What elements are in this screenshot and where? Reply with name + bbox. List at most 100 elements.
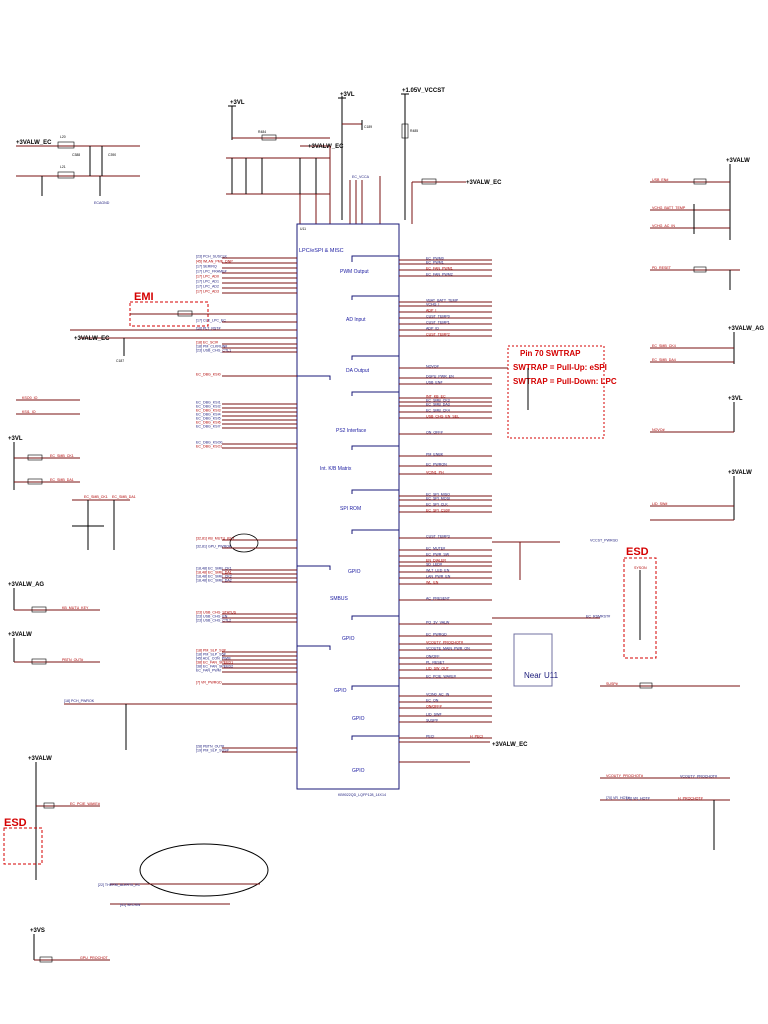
right-signal-34: WL_EN [426,580,439,584]
right-signal-40: ON/OFF [426,654,440,658]
left-signal-10: [18] EC_SCI# [196,340,218,344]
swtrap-title: Pin 70 SWTRAP [520,349,581,358]
right-signal-53: VCOUTY_PROCHOT# [680,774,717,778]
left-signal-19: EC_DBG_KSI6 [196,420,221,424]
right-smbda4: EC_SMB_DA4 [652,358,676,362]
rail-3valw-left: +3VALW [8,632,32,638]
emi-label: EMI [134,291,154,303]
esd-right-label: ESD [626,546,649,558]
left-signal-39: EC_FAN_PWM [196,668,221,672]
right-signal-44: VCIN0_AC_IN [426,692,450,696]
left-pciewake: EC_PCIE_WAKE# [70,802,100,806]
left-signal-26: [32,81] GPU_PWROK [196,544,232,548]
right-susp: SUSP# [606,682,618,686]
left-edge-section: KSO0_IO KSI1_IO +3VL EC_SMB_CK1 EC_SMB_D… [3,396,297,963]
left-signal-12: [23] USB_CHG_CTL1 [196,348,231,352]
left-signal-20: EC_DBG_KSI7 [196,424,221,428]
right-signal-42: LID_SW_OUT [426,666,450,670]
left-signal-36: [45] ADL_CON_PWM [196,656,231,660]
right-signal-1: EC_PWM1 [426,260,444,264]
left-signal-37: [38] EC_FAN_SPEED1 [196,660,233,664]
left-smbda1: EC_SMB_DA1 [50,478,74,482]
left-signal-42: [19] PM_SLP_SUS# [196,748,229,752]
right-signal-16: EC_SMB_DA3 [426,402,450,406]
grp-da: DA Output [346,368,370,374]
left-signal-7: [17] LPC_AD3 [196,289,219,293]
right-signal-2: EC_FAN_PWM1 [426,266,453,270]
left-signal-30: [18,48] EC_SMB_DA2 [196,578,232,582]
rail-3valw-ec-bottom: +3VALW_EC [492,742,528,748]
right-signal-10: CUST_TEMP2 [426,332,450,336]
grp-pwm: PWM Output [340,269,369,275]
rail-3vl-top: +3VL [230,100,245,106]
right-lidsw: LID_SW# [652,502,667,506]
left-smbda1-b: EC_SMB_DA1 [112,495,136,499]
swtrap-up: SWTRAP = Pull-Up: eSPI [513,363,607,372]
left-signal-27: [18,48] EC_SMB_CK1 [196,566,232,570]
right-signal-8: CUST_TEMP1 [426,320,450,324]
left-signal-38: [38] EC_FAN_SPEED2 [196,664,233,668]
right-signal-43: EC_PCIE_WAKE# [426,674,456,678]
right-signal-54: H_PROCHOT# [678,796,703,800]
left-signal-32: [23] USB_CHG_EN [196,614,228,618]
right-signal-29: EC_PWR_SW [426,552,450,556]
right-signal-26: EC_SPI_CS0# [426,508,450,512]
rail-3valw-left-bottom: +3VALW [28,756,52,762]
right-signal-17: EC_SMB_CK4 [426,408,450,412]
right-syson: SYSON [634,566,647,570]
chip-part-number: KB9022QD_LQFP128_14X14 [338,793,386,797]
left-gpuprochot: GPU_PROCHOT [80,956,109,960]
right-signal-48: SUSP# [426,718,438,722]
l21-label: L21 [60,165,66,169]
rail-3valw-ag-right: +3VALW_AG [728,326,764,332]
left-signal-29: [18,48] EC_SMB_CK2 [196,574,232,578]
left-signal-13: EC_DBG_KSI0 [196,372,221,376]
rail-3vl-right: +3VL [728,396,743,402]
left-signal-group: [23] PCH_SUSCLK[45] WLAN_PME_DNP[17] SER… [196,254,297,753]
rail-3vs-bottom: +3VS [30,928,45,934]
right-signal-55: [70] VR_HOT# [626,796,650,800]
rail-3valw-ec-upper: +3VALW_EC [466,180,502,186]
left-signal-21: EC_DBG_KSO0 [196,440,222,444]
right-signal-49: PECI [426,734,434,738]
left-signal-5: [17] LPC_AD1 [196,279,219,283]
right-signal-35: AC_PRESENT [426,596,451,600]
grp-gpio2: GPIO [342,636,355,642]
right-signal-27: CUST_TEMP3 [426,534,450,538]
left-pbtn: PBTN_OUT# [62,658,83,662]
left-signal-35: [18] PM_SLP_S5# [196,652,226,656]
right-signal-11: NOVO# [426,364,439,368]
top-power-section: +3VL R484 +3VL C189 +1.05V_VCCST R485 +3… [226,88,502,224]
right-signal-20: PM_ENBK [426,452,444,456]
chip-block-title: LPC/eSPI & MISC [299,248,344,254]
left-signal-0: [23] PCH_SUSCLK [196,254,228,258]
highlight-ellipse-small [229,533,259,553]
right-signal-15: EC_SMB_CK3 [426,398,450,402]
right-signal-38: VCOUTY_PROCHOT# [426,640,463,644]
rail-3valw-ag-left: +3VALW_AG [8,582,44,588]
grp-spi: SPI ROM [340,506,361,512]
left-signal-31: [23] USB_CHG_STATUS [196,610,237,614]
ec-vcca-label: EC_VCCA [352,175,370,179]
rail-3valw-ec-left: +3VALW_EC [16,140,52,146]
c390-label: C390 [108,153,116,157]
near-ref: U11 [544,671,559,680]
thermal-alert-signal: [22] THERM_ALERT#_EC [98,883,141,887]
rail-3valw-ec-emi: +3VALW_EC [74,336,110,342]
grp-ad: AD Input [346,317,366,323]
right-signal-9: ADP_ID [426,326,439,330]
right-signal-32: WLT_LED_EN [426,568,450,572]
left-signal-33: [23] USB_CHG_CTL2 [196,618,231,622]
left-signal-11: [18] PM_CLKRUN# [196,344,227,348]
grp-gpio5: GPIO [352,768,365,774]
esd-left-box [3,827,43,865]
left-pchpwrok: [18] PCH_PWROK [64,699,95,703]
swtrap-box [507,345,605,439]
right-signal-28: EC_MUTE# [426,546,445,550]
right-smbck4: EC_SMB_CK4 [652,344,676,348]
rail-3valw-ec-mid: +3VALW_EC [308,144,344,150]
right-signal-7: CUST_TEMP0 [426,314,450,318]
chip-refdes: U11 [300,227,306,231]
right-signal-46: ON/OFF# [426,704,442,708]
